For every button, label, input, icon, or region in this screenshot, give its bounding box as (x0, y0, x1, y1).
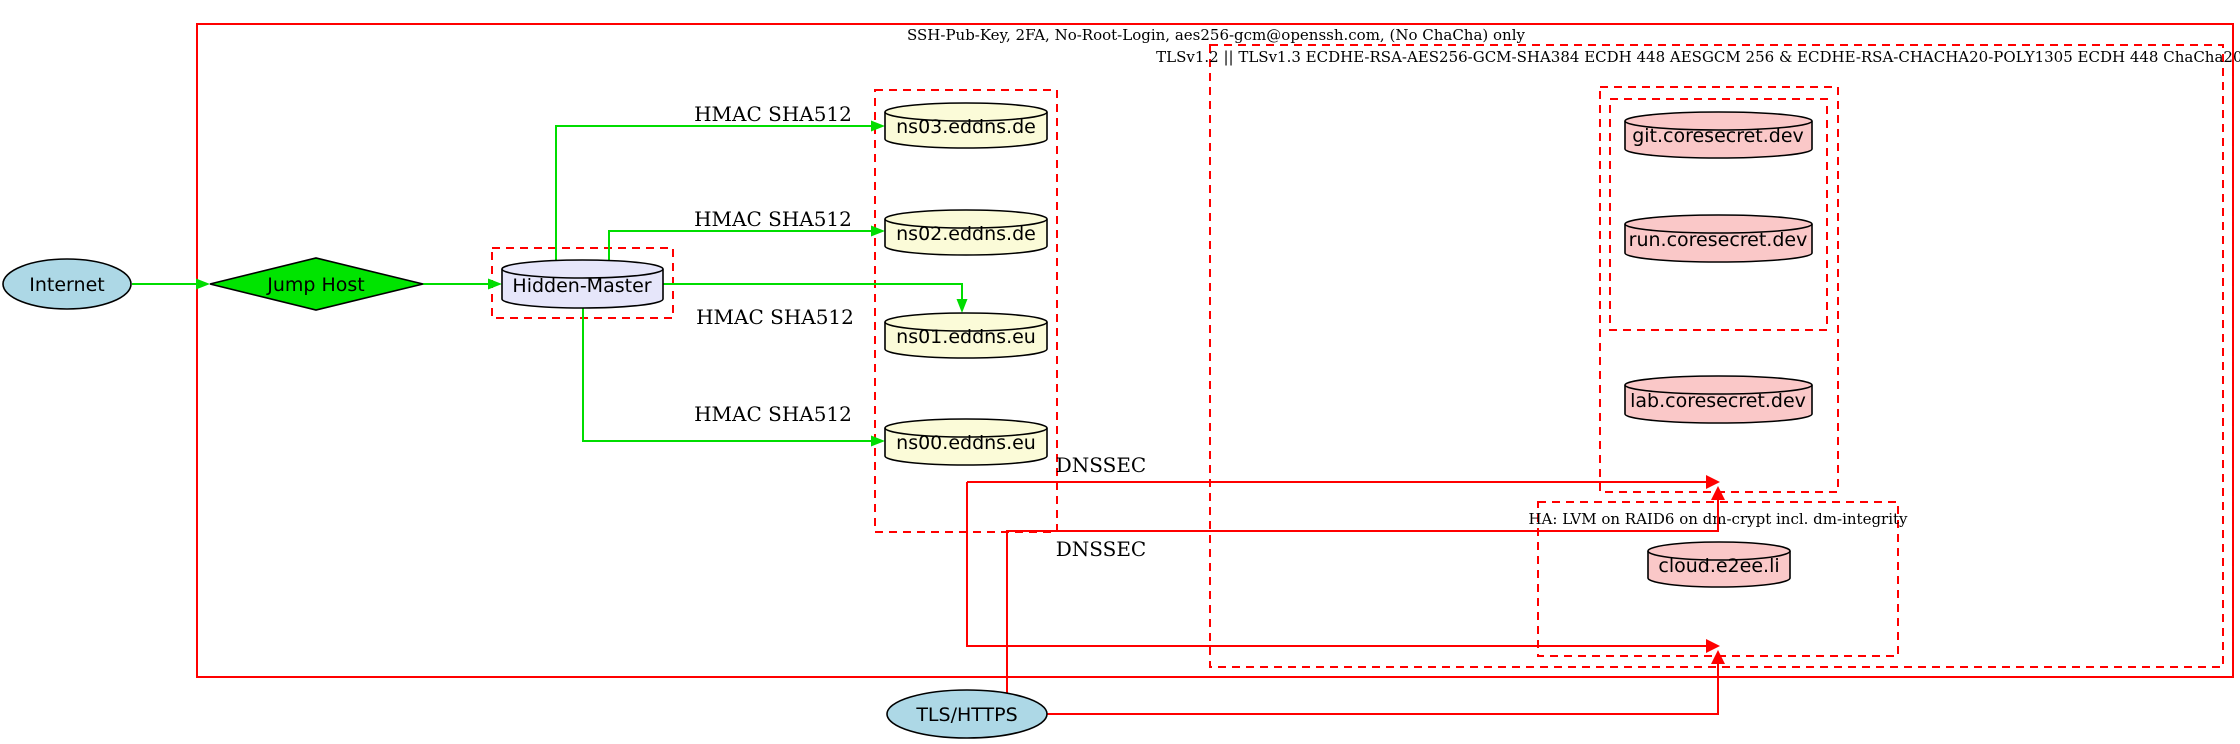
edge-label-dnssec-1: DNSSEC (1056, 453, 1147, 477)
node-internet: Internet (2, 258, 132, 310)
node-run: run.coresecret.dev (1624, 214, 1813, 263)
node-ns03-label: ns03.eddns.de (896, 116, 1036, 138)
edge-tlshttps-to-ha-cluster (1047, 650, 1725, 715)
edge-dnssec-to-secret-cluster (967, 475, 1720, 489)
node-ns02: ns02.eddns.de (884, 209, 1048, 256)
edge-label-hmac-ns00: HMAC SHA512 (694, 402, 852, 426)
node-jump-host: Jump Host (209, 257, 424, 311)
edge-label-hmac-ns02: HMAC SHA512 (694, 207, 852, 231)
ssh-cluster-label: SSH-Pub-Key, 2FA, No-Root-Login, aes256-… (907, 26, 1526, 44)
node-cloud: cloud.e2ee.li (1647, 541, 1791, 588)
node-ns01: ns01.eddns.eu (884, 312, 1048, 359)
node-cloud-label: cloud.e2ee.li (1658, 555, 1779, 577)
edge-hiddenmaster-to-ns00 (582, 306, 885, 447)
edge-label-dnssec-2: DNSSEC (1056, 537, 1147, 561)
node-hidden-master: Hidden-Master (501, 259, 664, 309)
edge-internet-to-jumphost (132, 278, 210, 290)
edge-dnssec-to-ha-cluster (966, 482, 1720, 653)
node-ns00-label: ns00.eddns.eu (896, 432, 1036, 454)
edge-label-hmac-ns03: HMAC SHA512 (694, 102, 852, 126)
node-run-label: run.coresecret.dev (1629, 229, 1808, 251)
node-ns01-label: ns01.eddns.eu (896, 326, 1036, 348)
tls-cluster-box (1209, 44, 2224, 668)
tls-cluster-label: TLSv1.2 || TLSv1.3 ECDHE-RSA-AES256-GCM-… (1156, 48, 2240, 66)
node-tls-https: TLS/HTTPS (886, 689, 1048, 739)
edge-jumphost-to-hiddenmaster (423, 278, 502, 290)
edge-label-hmac-ns01: HMAC SHA512 (696, 305, 854, 329)
ssh-cluster-box (196, 23, 2234, 678)
node-internet-label: Internet (29, 274, 104, 296)
node-jump-host-label: Jump Host (266, 274, 365, 296)
node-ns00: ns00.eddns.eu (884, 418, 1048, 466)
node-git-label: git.coresecret.dev (1632, 125, 1804, 147)
node-tls-https-label: TLS/HTTPS (915, 704, 1017, 726)
node-lab-label: lab.coresecret.dev (1630, 390, 1806, 412)
node-hidden-master-label: Hidden-Master (512, 275, 651, 297)
edge-hiddenmaster-to-ns02 (608, 225, 885, 262)
node-ns02-label: ns02.eddns.de (896, 223, 1036, 245)
node-ns03: ns03.eddns.de (884, 102, 1048, 149)
edge-tlshttps-to-secret-cluster (1006, 486, 1725, 693)
edge-hiddenmaster-to-ns03 (555, 120, 885, 262)
edge-hiddenmaster-to-ns01 (663, 283, 968, 313)
node-git: git.coresecret.dev (1624, 111, 1813, 159)
node-lab: lab.coresecret.dev (1624, 375, 1813, 424)
